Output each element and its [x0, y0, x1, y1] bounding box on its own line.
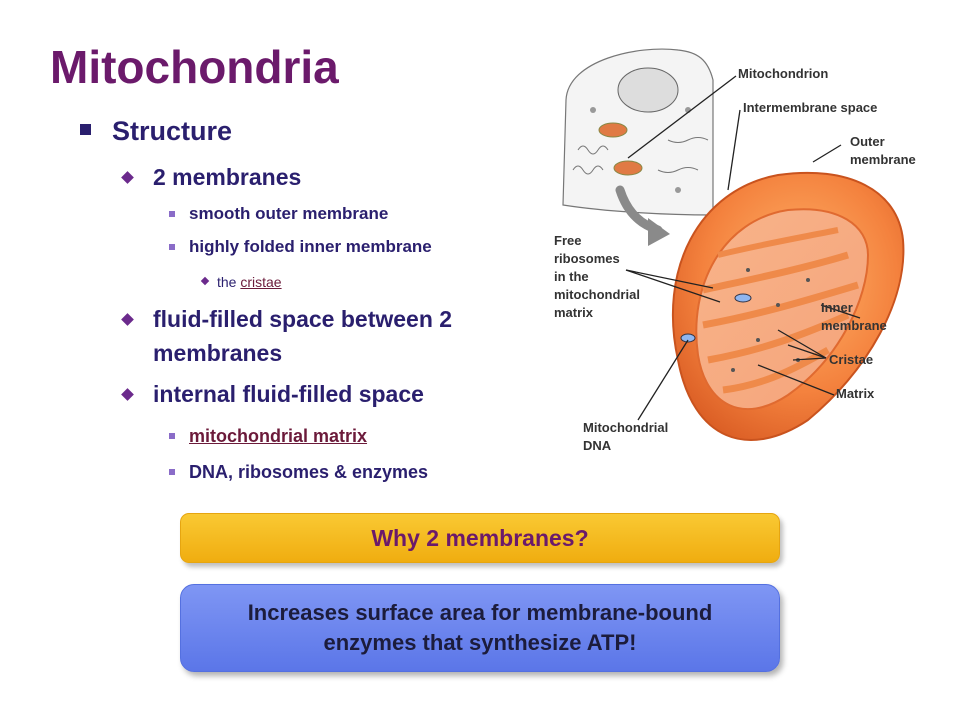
diamond-bullet-icon [121, 313, 134, 326]
matrix-link[interactable]: mitochondrial matrix [189, 426, 368, 446]
square-bullet-icon [80, 124, 91, 135]
label-free-1: Free [554, 233, 581, 248]
square-bullet-icon [169, 244, 175, 250]
bullet-fluid-space: fluid-filled space between 2 [121, 306, 452, 333]
bullet-2-membranes: 2 membranes [121, 164, 301, 191]
bullet-internal-fluid: internal fluid-filled space [121, 381, 424, 408]
label-mtdna-1: Mitochondrial [583, 420, 668, 435]
label-cristae: Cristae [829, 352, 873, 367]
leader-lines [625, 75, 861, 421]
question-box: Why 2 membranes? [180, 513, 780, 563]
answer-box: Increases surface area for membrane-boun… [180, 584, 780, 672]
bullet-dna: DNA, ribosomes & enzymes [169, 462, 428, 483]
bullet-cristae: the cristae [200, 274, 282, 290]
diamond-bullet-icon [200, 276, 210, 286]
bullet-fluid-space-cont: membranes [153, 340, 283, 366]
question-text: Why 2 membranes? [371, 524, 589, 551]
label-outer-1: Outer [850, 134, 885, 149]
bullet-smooth-outer: smooth outer membrane [169, 204, 388, 224]
label-inner-1: Inner [821, 300, 853, 315]
square-bullet-icon [169, 433, 175, 439]
label-free-5: matrix [554, 305, 594, 320]
answer-text: Increases surface area for membrane-boun… [247, 600, 713, 655]
diamond-bullet-icon [121, 171, 134, 184]
square-bullet-icon [169, 469, 175, 475]
page-title: Mitochondria [50, 41, 339, 93]
label-intermembrane: Intermembrane space [743, 100, 877, 115]
label-free-3: in the [554, 269, 589, 284]
cristae-link[interactable]: cristae [240, 274, 282, 290]
label-free-2: ribosomes [554, 251, 620, 266]
label-outer-2: membrane [850, 152, 916, 167]
mitochondrion-diagram: Mitochondrion Intermembrane space Outer … [554, 48, 916, 453]
bullet-matrix: mitochondrial matrix [169, 426, 368, 447]
square-bullet-icon [169, 211, 175, 217]
mitochondrion-shape [671, 171, 905, 441]
label-mtdna-2: DNA [583, 438, 612, 453]
label-free-4: mitochondrial [554, 287, 640, 302]
bullet-folded-inner: highly folded inner membrane [169, 237, 432, 257]
label-mitochondrion: Mitochondrion [738, 66, 828, 81]
label-inner-2: membrane [821, 318, 887, 333]
label-matrix: Matrix [836, 386, 875, 401]
cell-sketch [562, 48, 714, 216]
diamond-bullet-icon [121, 388, 134, 401]
bullet-structure: Structure [80, 116, 232, 147]
